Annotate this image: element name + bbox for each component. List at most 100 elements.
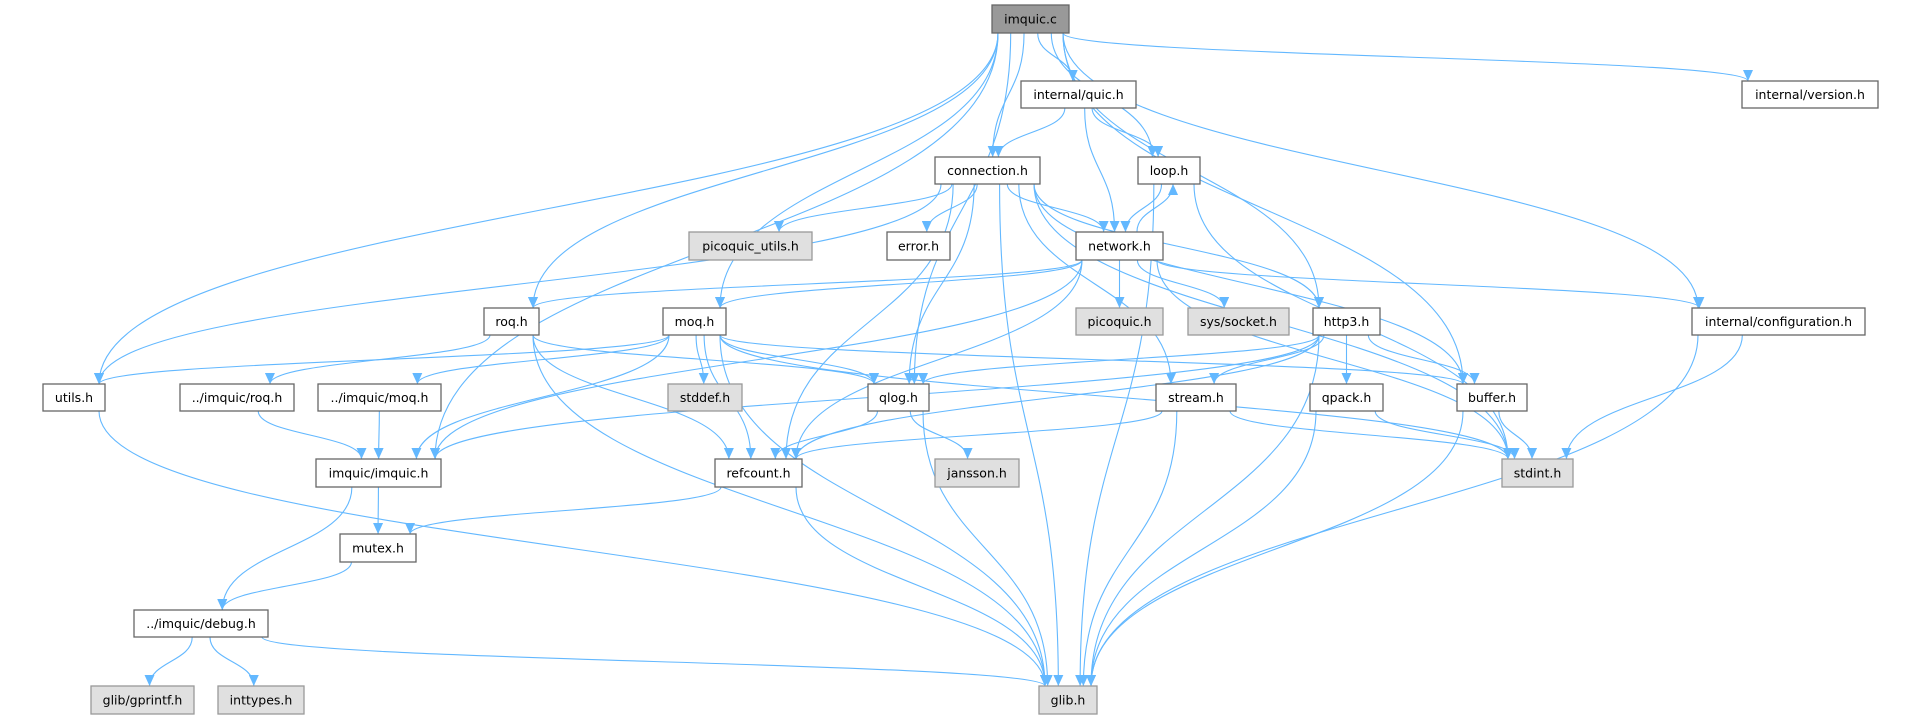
node-label: error.h [898,239,939,254]
node-internal-configuration[interactable]: internal/configuration.h [1691,307,1866,336]
edge-connection-to-http3 [1033,183,1324,309]
node-utils[interactable]: utils.h [42,383,106,412]
edge-moq-to-stddef [695,334,709,385]
edge-stream-to-stdint [1229,410,1513,460]
node-label: internal/configuration.h [1705,314,1852,329]
edge-http3-to-refcount [791,334,1320,460]
node-label: ../imquic/moq.h [331,390,429,405]
node-imquic-roq[interactable]: ../imquic/roq.h [179,383,295,412]
node-inttypes[interactable]: inttypes.h [217,685,305,715]
edge-network-to-moq [715,259,1083,309]
node-box [714,458,803,488]
edge-moq-to-stdint [719,334,1513,460]
node-jansson[interactable]: jansson.h [934,458,1020,488]
node-label: ../imquic/roq.h [192,390,283,405]
edge-internal_quic-to-loop [1091,107,1164,158]
edge-imquic_c-to-roq [528,32,999,309]
edge-moq-to-utils [94,334,670,385]
node-mutex[interactable]: mutex.h [339,533,417,563]
node-internal-version[interactable]: internal/version.h [1741,80,1879,109]
node-layer: imquic.c internal/quic.h internal/version.… [42,4,1879,715]
node-label: utils.h [55,390,93,405]
node-qlog[interactable]: qlog.h [867,383,930,412]
node-box [1137,156,1201,185]
node-imquic-imquic[interactable]: imquic/imquic.h [315,458,442,488]
node-imquic-moq[interactable]: ../imquic/moq.h [317,383,442,412]
edge-imquic_c-to-qlog [909,32,1012,385]
edge-qlog-to-glib [922,410,1053,687]
node-box [1309,383,1384,412]
edge-stream-to-refcount [791,410,1163,460]
node-box [934,156,1041,185]
edge-qpack-to-stdint [1374,410,1520,460]
node-qpack[interactable]: qpack.h [1309,383,1384,412]
node-box [867,383,930,412]
edge-http3-to-stream [1209,334,1325,385]
edge-roq-to-glib [532,334,1050,687]
node-imquic-c[interactable]: imquic.c [991,4,1070,34]
edge-network-to-roq [528,259,1083,309]
edge-moq-to-qlog [719,334,879,385]
edge-internal_quic-to-network [1084,107,1120,233]
node-label: imquic/imquic.h [329,466,429,481]
node-picoquic[interactable]: picoquic.h [1075,307,1164,336]
node-box [1456,383,1528,412]
edge-loop-to-glib [1075,183,1155,687]
node-http3[interactable]: http3.h [1312,307,1381,336]
node-moq[interactable]: moq.h [662,307,727,336]
node-box [133,609,269,638]
node-glib-gprintf[interactable]: glib/gprintf.h [90,685,195,715]
node-roq[interactable]: roq.h [483,307,540,336]
node-stddef[interactable]: stddef.h [667,383,743,412]
edge-buffer-to-glib [1086,410,1464,687]
node-box [886,231,951,261]
edge-network-to-internal_configuration [1156,259,1705,309]
node-refcount[interactable]: refcount.h [714,458,803,488]
node-stdint[interactable]: stdint.h [1501,458,1574,488]
node-label: ../imquic/debug.h [146,616,256,631]
edge-connection-to-network [1006,183,1109,233]
edge-qpack-to-glib [1086,410,1317,687]
edge-network-to-loop [1136,183,1179,233]
edge-imquic_c-to-utils [94,32,999,385]
edge-connection-to-glib [999,183,1064,687]
node-box [662,307,727,336]
node-label: network.h [1088,239,1151,254]
edge-http3-to-qlog [918,334,1320,385]
node-buffer[interactable]: buffer.h [1456,383,1528,412]
edge-network-to-refcount [791,259,1083,460]
node-label: stdint.h [1514,466,1562,481]
node-box [1075,307,1164,336]
node-box [991,4,1070,34]
node-loop[interactable]: loop.h [1137,156,1201,185]
node-label: jansson.h [946,466,1007,481]
edge-qlog-to-refcount [770,410,879,460]
node-label: picoquic_utils.h [702,239,799,254]
node-error[interactable]: error.h [886,231,951,261]
edge-connection-to-buffer [1033,183,1468,385]
node-label: glib.h [1051,693,1086,708]
node-internal-quic[interactable]: internal/quic.h [1020,80,1137,109]
node-glib[interactable]: glib.h [1038,685,1098,715]
edge-network-to-sys_socket [1136,259,1230,309]
node-box [1691,307,1866,336]
node-box [934,458,1020,488]
node-box [688,231,813,261]
edge-connection-to-error [921,183,978,233]
node-box [1187,307,1290,336]
node-stream[interactable]: stream.h [1155,383,1237,412]
edge-connection-to-picoquic_utils [774,183,953,233]
edge-layer [94,32,1753,687]
node-debug[interactable]: ../imquic/debug.h [133,609,269,638]
node-sys-socket[interactable]: sys/socket.h [1187,307,1290,336]
node-label: mutex.h [352,541,404,556]
edge-moq-to-buffer [719,334,1468,385]
edge-imquic_moq-to-imquic_imquic [373,410,384,460]
node-box [1020,80,1137,109]
node-connection[interactable]: connection.h [934,156,1041,185]
edge-roq-to-qlog [532,334,879,385]
node-picoquic-utils[interactable]: picoquic_utils.h [688,231,813,261]
edge-utils-to-glib [98,410,1050,687]
node-network[interactable]: network.h [1075,231,1164,261]
node-label: stream.h [1168,390,1224,405]
